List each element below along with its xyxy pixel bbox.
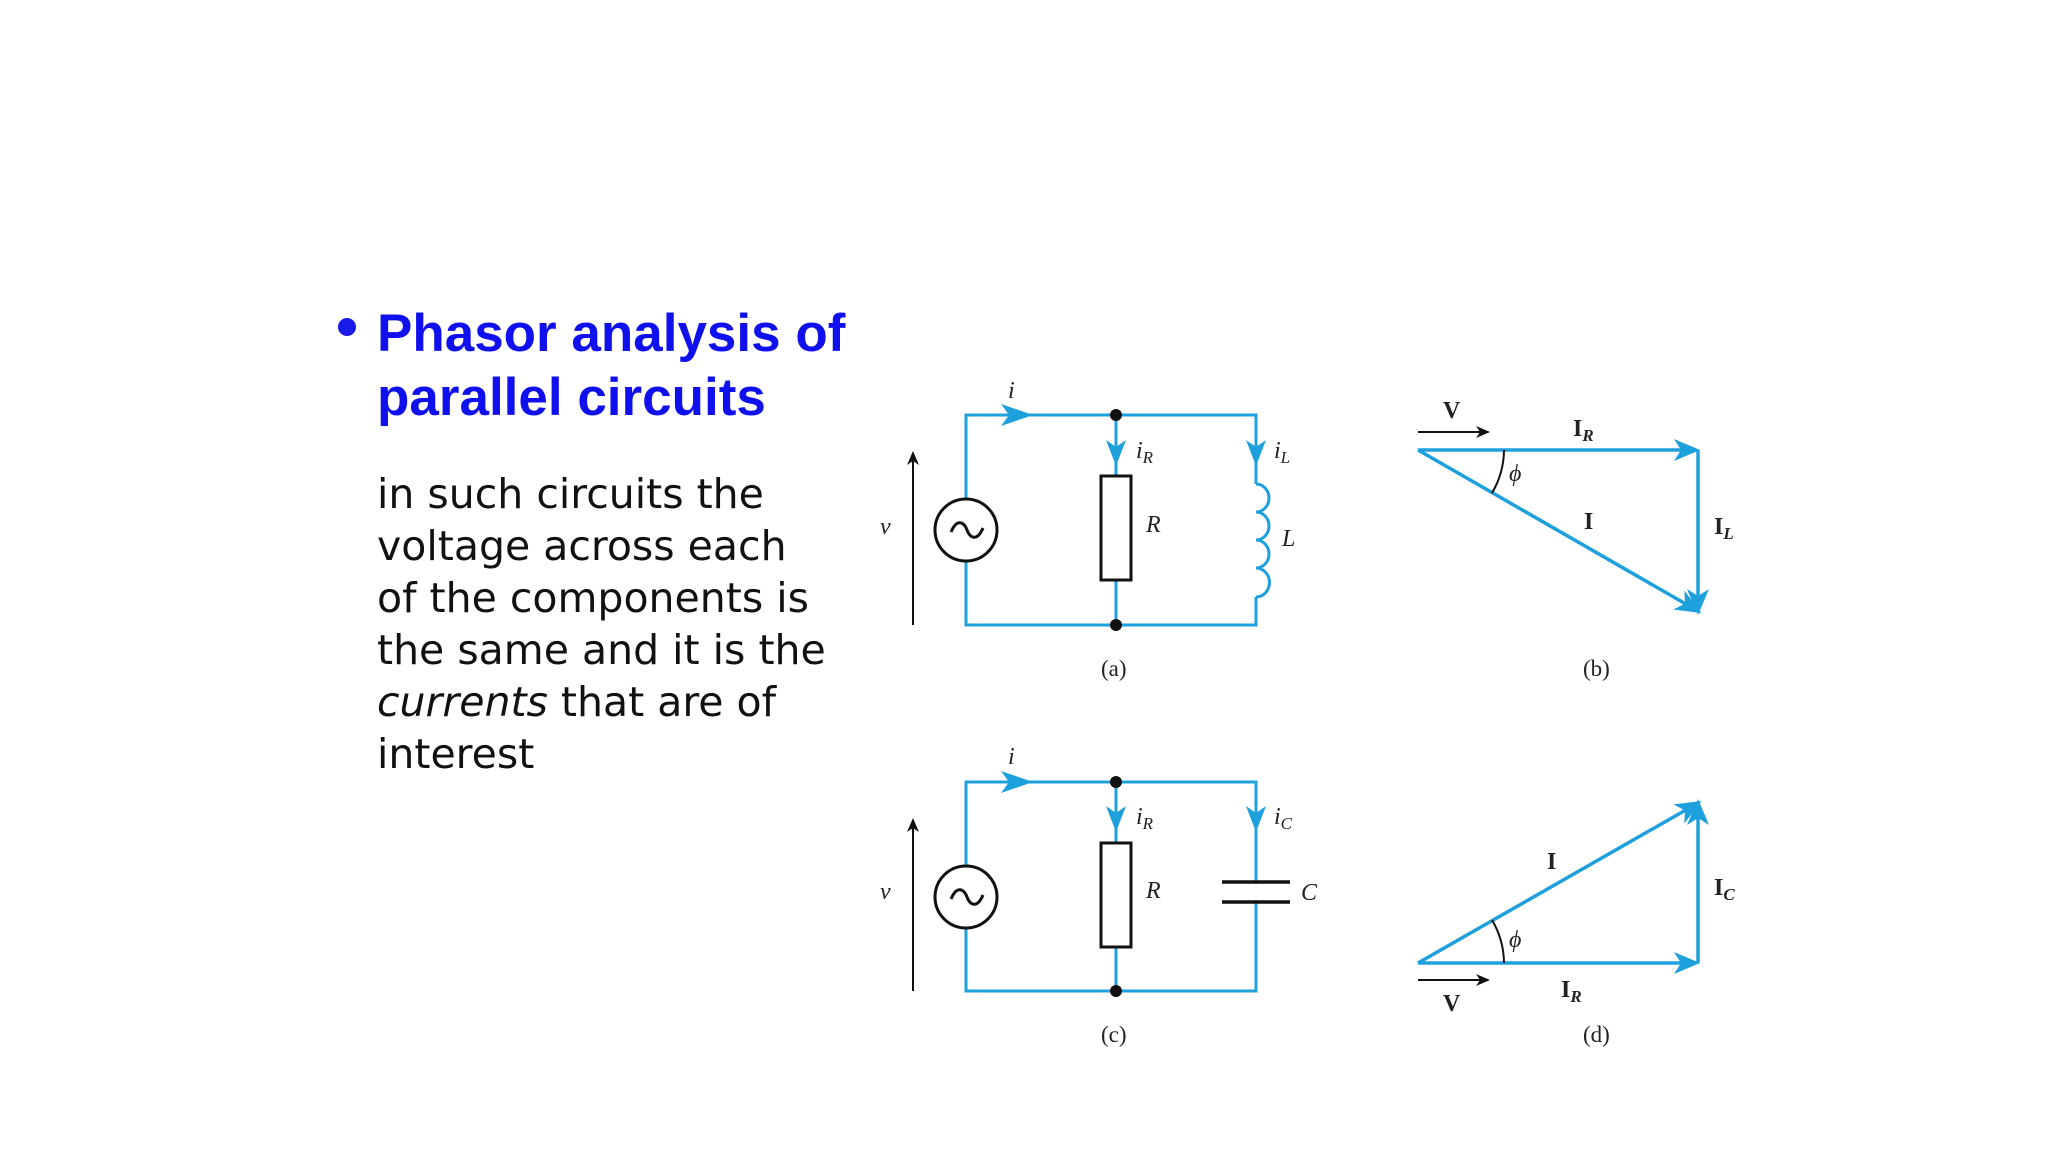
phasor-b-total-label: I — [1584, 509, 1593, 535]
circuit-c-capacitor-label: C — [1301, 880, 1318, 906]
circuit-c-voltage-label: v — [880, 879, 891, 905]
phasor-d-total-label: I — [1547, 849, 1556, 875]
diagram-a-caption: (a) — [1101, 656, 1127, 681]
circuit-a-rl-parallel: i v iR R iL L (a) — [880, 378, 1295, 681]
phasor-d-resistor-phasor-label: IR — [1561, 977, 1582, 1006]
circuit-a-ac-source-sine — [949, 521, 985, 539]
circuit-a-resistor-current-symbol: i — [1136, 438, 1143, 464]
phasor-b-branch-phasor-subscript: L — [1722, 524, 1733, 543]
phasor-d-rc: V ϕ IR I IC (d) — [1417, 799, 1735, 1047]
diagram-b-caption: (b) — [1583, 656, 1610, 681]
phasor-d-total-phasor — [1417, 801, 1702, 965]
slide-title: Phasor analysis of parallel circuits — [377, 304, 846, 427]
circuit-c-source-current-arrow — [1001, 771, 1033, 793]
circuit-a-resistor-current-arrow — [1106, 440, 1126, 466]
phasor-b-total-phasor — [1417, 448, 1702, 613]
phasor-d-resistor-phasor-symbol: I — [1561, 977, 1570, 1003]
phasor-b-resistor-phasor-label: IR — [1573, 416, 1594, 445]
phasor-b-branch-phasor-symbol: I — [1714, 514, 1723, 540]
phasor-b-branch-phasor-label: IL — [1714, 514, 1734, 543]
circuit-a-branch-current-subscript: L — [1280, 448, 1290, 467]
circuit-a-junction-bottom — [1110, 619, 1122, 631]
phasor-d-resistor-phasor-subscript: R — [1569, 987, 1581, 1006]
circuit-c-branch-current-subscript: C — [1281, 814, 1293, 833]
diagram-d-caption: (d) — [1583, 1022, 1610, 1047]
circuit-c-ac-source-sine — [949, 888, 985, 906]
circuit-c-resistor-current-subscript: R — [1142, 814, 1154, 833]
phasor-d-branch-phasor-symbol: I — [1714, 875, 1723, 901]
circuit-c-branch-current-arrow — [1246, 806, 1266, 832]
circuit-a-resistor — [1099, 474, 1133, 582]
body-text-part: that are of interest — [377, 678, 777, 778]
circuit-c-branch-current-symbol: i — [1274, 804, 1281, 830]
circuit-a-inductor-label: L — [1281, 526, 1295, 552]
circuit-c-rc-parallel: i v iR R iC C (c) — [880, 744, 1318, 1047]
circuit-a-resistor-current-subscript: R — [1142, 448, 1154, 467]
phasor-d-angle-arc — [1491, 919, 1505, 964]
circuit-a-branch-current-label: iL — [1274, 438, 1290, 467]
circuit-c-resistor-current-label: iR — [1136, 804, 1154, 833]
phasor-b-resistor-phasor-subscript: R — [1581, 426, 1593, 445]
circuit-a-source-current-arrow — [1001, 404, 1033, 426]
circuit-a-source-current-label: i — [1008, 378, 1015, 404]
phasor-d-angle-label: ϕ — [1509, 927, 1521, 953]
body-text-part: in such circuits the voltage across each… — [377, 470, 826, 674]
phasor-d-branch-phasor-label: IC — [1714, 875, 1735, 904]
circuit-a-resistor-current-label: iR — [1136, 438, 1154, 467]
phasor-b-angle-arc — [1491, 449, 1505, 494]
circuit-c-resistor-current-symbol: i — [1136, 804, 1143, 830]
diagram-c-caption: (c) — [1101, 1022, 1127, 1047]
circuit-c-branch-current-label: iC — [1274, 804, 1293, 833]
circuit-c-source-current-label: i — [1008, 744, 1015, 770]
circuit-c-junction-bottom — [1110, 985, 1122, 997]
circuit-c-resistor-label: R — [1145, 878, 1161, 904]
phasor-b-voltage-label: V — [1443, 398, 1461, 424]
phasor-b-angle-label: ϕ — [1509, 461, 1521, 487]
phasor-d-voltage-label: V — [1443, 991, 1461, 1017]
circuit-c-junction-top — [1110, 776, 1122, 788]
circuit-c-resistor-current-arrow — [1106, 806, 1126, 832]
phasor-b-rl: V ϕ IR I IL (b) — [1417, 398, 1734, 681]
circuit-a-branch-current-arrow — [1246, 440, 1266, 466]
slide-body-text: in such circuits the voltage across each… — [377, 468, 837, 780]
circuit-a-voltage-label: v — [880, 514, 891, 540]
body-text-emphasis: currents — [377, 678, 548, 726]
circuit-a-branch-current-symbol: i — [1274, 438, 1281, 464]
phasor-b-resistor-phasor-symbol: I — [1573, 416, 1582, 442]
circuit-a-resistor-label: R — [1145, 512, 1161, 538]
phasor-d-branch-phasor-subscript: C — [1723, 885, 1735, 904]
circuit-c-resistor — [1099, 841, 1133, 949]
bullet-point — [338, 318, 356, 336]
circuit-a-inductor — [1255, 482, 1271, 599]
circuit-a-junction-top — [1110, 409, 1122, 421]
